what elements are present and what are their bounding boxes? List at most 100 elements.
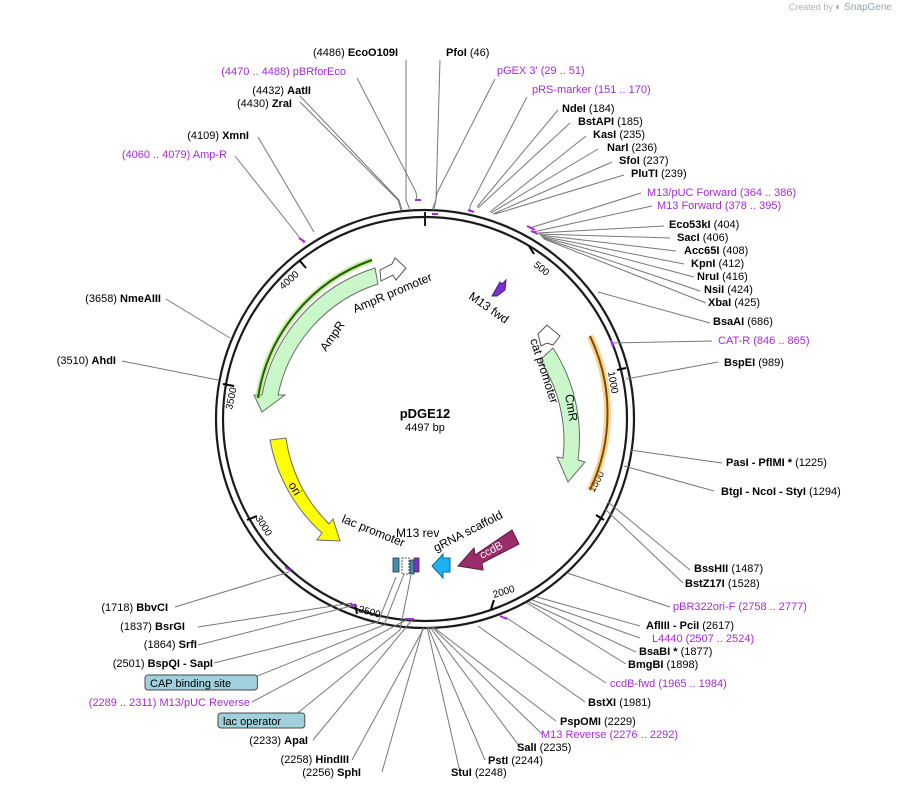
primer-label[interactable]: M13 Forward (378 .. 395) <box>657 200 781 212</box>
feature-ori[interactable] <box>269 437 341 542</box>
restriction-site-label[interactable]: BsaBI * (1877) <box>639 646 712 658</box>
restriction-site-label[interactable]: (2233) ApaI <box>249 735 308 747</box>
primer-label[interactable]: pBR322ori-F (2758 .. 2777) <box>673 601 807 613</box>
restriction-site-label[interactable]: BsaAI (686) <box>713 316 773 328</box>
tick-label: 2000 <box>492 584 517 601</box>
label-name: BtgI <box>721 486 742 498</box>
restriction-site-label[interactable]: BssHII (1487) <box>694 563 763 575</box>
tick-label: 3000 <box>252 514 273 539</box>
label-position: (1981) <box>619 697 651 709</box>
restriction-site-label[interactable]: (2256) SphI <box>302 767 361 779</box>
restriction-site-label[interactable]: PstI (2244) <box>488 755 543 767</box>
restriction-site-label[interactable]: (1864) SrfI <box>144 639 197 651</box>
label-name: BstXI <box>588 697 616 709</box>
restriction-site-label[interactable]: (2258) HindIII <box>281 754 349 766</box>
restriction-site-label[interactable]: BstXI (1981) <box>588 697 651 709</box>
label-name: EcoO109I <box>348 47 398 59</box>
feature-ampr-promoter[interactable] <box>379 257 407 282</box>
label-name: BbvCI <box>136 602 168 614</box>
label-name: BmgBI <box>628 659 663 671</box>
restriction-site-label[interactable]: SfoI (237) <box>619 155 669 167</box>
restriction-site-label[interactable]: Acc65I (408) <box>684 245 748 257</box>
label-name: SrfI <box>179 639 197 651</box>
primer-label[interactable]: (4060 .. 4079) Amp-R <box>122 149 227 161</box>
label-name: KpnI <box>691 258 715 270</box>
primer-label[interactable]: M13/pUC Forward (364 .. 386) <box>647 187 796 199</box>
restriction-site-label[interactable]: NarI (236) <box>607 142 657 154</box>
label-position: (1225) <box>795 457 827 469</box>
label-extra: - PflMI * <box>749 457 795 469</box>
restriction-site-label[interactable]: (4432) AatII <box>252 85 311 97</box>
label-name: BsrGI <box>155 621 185 633</box>
restriction-site-label[interactable]: PasI - PflMI * (1225) <box>726 457 827 469</box>
feature-cat-promoter[interactable] <box>537 324 561 347</box>
feature-ampr[interactable] <box>253 257 379 413</box>
primer-label[interactable]: M13 Reverse (2276 .. 2292) <box>541 729 678 741</box>
restriction-site-label[interactable]: SacI (406) <box>677 232 728 244</box>
restriction-site-label[interactable]: Eco53kI (404) <box>669 219 739 231</box>
primer-label[interactable]: pGEX 3' (29 .. 51) <box>497 65 585 77</box>
feature-grna-scaffold[interactable] <box>431 552 451 580</box>
restriction-site-label[interactable]: BspEI (989) <box>724 357 784 369</box>
label-position: (4430) <box>237 98 272 110</box>
restriction-site-label[interactable]: (4486) EcoO109I <box>313 47 398 59</box>
label-name: NruI <box>697 271 719 283</box>
restriction-site-label[interactable]: KpnI (412) <box>691 258 744 270</box>
restriction-site-label[interactable]: (2501) BspQI - SapI <box>113 658 213 670</box>
feature-lac-cluster[interactable] <box>392 557 420 575</box>
label-name: NarI <box>607 142 628 154</box>
label-extra: - NcoI - StyI <box>742 486 809 498</box>
label-position: (2258) <box>281 754 316 766</box>
label-position: (4470 .. 4488) <box>221 66 293 78</box>
label-name: AflIII <box>646 620 670 632</box>
restriction-site-label[interactable]: BstAPI (185) <box>578 116 643 128</box>
restriction-site-label[interactable]: PspOMI (2229) <box>560 716 636 728</box>
feature-m13-fwd[interactable] <box>491 278 507 297</box>
primer-label[interactable]: CAT-R (846 .. 865) <box>718 335 810 347</box>
label-position: (2256) <box>302 767 337 779</box>
primer-label[interactable]: L4440 (2507 .. 2524) <box>652 633 754 645</box>
feature-ccdb[interactable] <box>457 529 520 571</box>
label-position: (1718) <box>101 602 136 614</box>
restriction-site-label[interactable]: (4430) ZraI <box>237 98 292 110</box>
restriction-site-label[interactable]: BmgBI (1898) <box>628 659 698 671</box>
restriction-site-label[interactable]: NsiI (424) <box>704 284 753 296</box>
label-position: (185) <box>617 116 643 128</box>
primer-label[interactable]: (2289 .. 2311) M13/pUC Reverse <box>89 697 250 709</box>
restriction-site-label[interactable]: (3658) NmeAIII <box>85 293 161 305</box>
label-position: (239) <box>661 168 687 180</box>
label-name: Acc65I <box>684 245 719 257</box>
restriction-site-label[interactable]: AflIII - PciI (2617) <box>646 620 734 632</box>
restriction-site-label[interactable]: StuI (2248) <box>451 767 507 779</box>
label-extra: - SapI <box>180 658 213 670</box>
feature-box-label[interactable]: lac operator <box>217 712 306 729</box>
label-position: (2617) <box>702 620 734 632</box>
label-position: (2244) <box>511 755 543 767</box>
label-name: PluTI <box>631 168 658 180</box>
restriction-site-label[interactable]: (4109) XmnI <box>187 130 249 142</box>
primer-label[interactable]: (4470 .. 4488) pBRforEco <box>221 66 346 78</box>
restriction-site-label[interactable]: SalI (2235) <box>517 742 571 754</box>
feature-box-label[interactable]: CAP binding site <box>144 674 258 691</box>
restriction-site-label[interactable]: NruI (416) <box>697 271 748 283</box>
label-position: (184) <box>589 103 615 115</box>
restriction-site-label[interactable]: (1837) BsrGI <box>120 621 185 633</box>
restriction-site-label[interactable]: (1718) BbvCI <box>101 602 168 614</box>
restriction-site-label[interactable]: PluTI (239) <box>631 168 687 180</box>
restriction-site-label[interactable]: XbaI (425) <box>708 297 760 309</box>
feature-cmr[interactable] <box>539 334 611 492</box>
restriction-site-label[interactable]: BstZ17I (1528) <box>685 578 760 590</box>
restriction-site-label[interactable]: PfoI (46) <box>446 47 489 59</box>
label-position: (2501) <box>113 658 148 670</box>
snapgene-watermark: Created by ◐ SnapGene <box>789 2 892 13</box>
label-name: BspEI <box>724 357 755 369</box>
restriction-site-label[interactable]: NdeI (184) <box>562 103 615 115</box>
label-position: (412) <box>719 258 745 270</box>
restriction-site-label[interactable]: BtgI - NcoI - StyI (1294) <box>721 486 841 498</box>
primer-label[interactable]: ccdB-fwd (1965 .. 1984) <box>610 678 727 690</box>
restriction-site-label[interactable]: KasI (235) <box>593 129 645 141</box>
restriction-site-label[interactable]: (3510) AhdI <box>57 355 116 367</box>
primer-label[interactable]: pRS-marker (151 .. 170) <box>532 84 651 96</box>
label-position: (408) <box>723 245 749 257</box>
created-by-text: Created by <box>788 2 833 12</box>
